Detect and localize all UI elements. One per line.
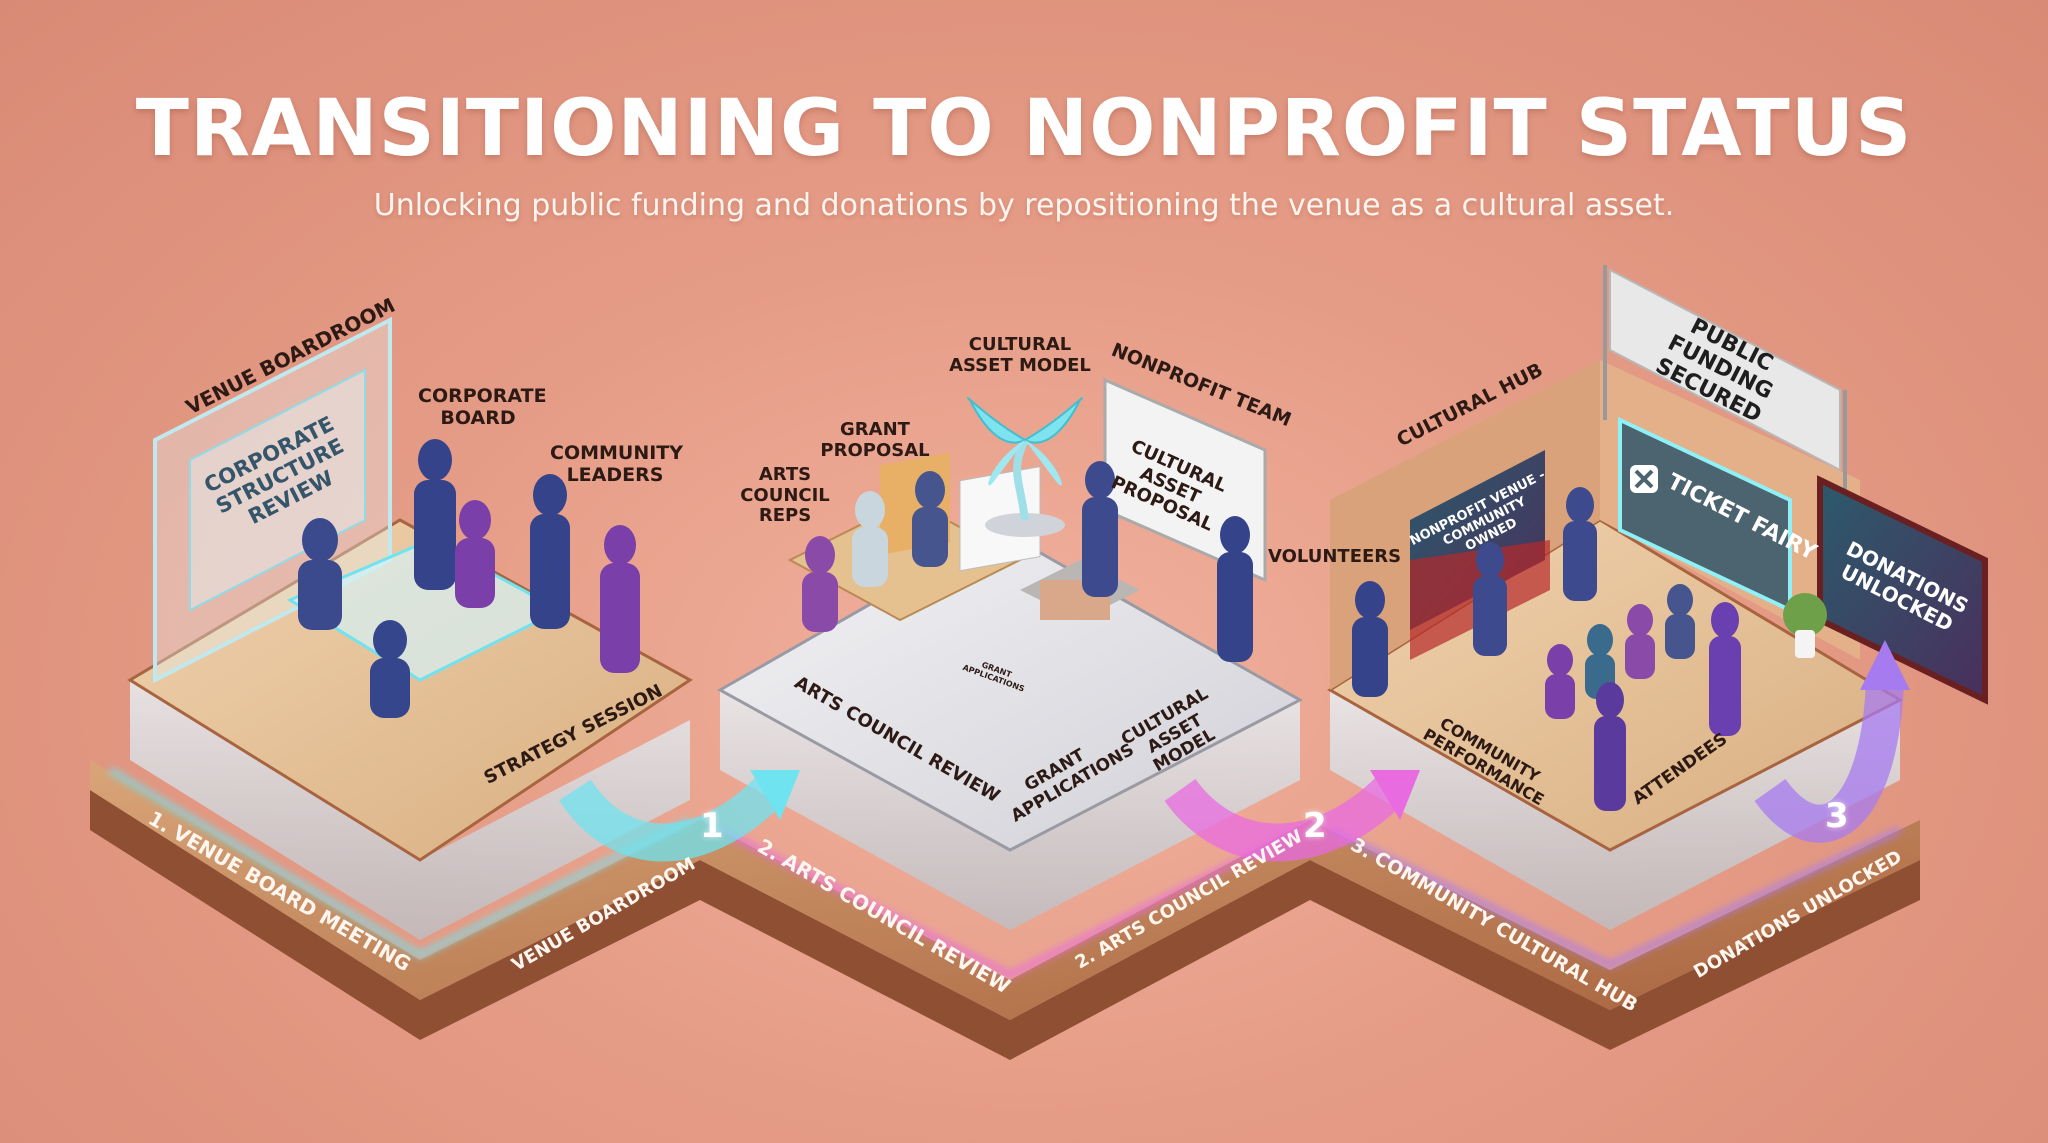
figures-arts-council-reps bbox=[802, 471, 948, 632]
ticket-fairy-logo-icon bbox=[1630, 465, 1658, 493]
cultural-asset-sculpture-icon bbox=[967, 397, 1083, 537]
figures-corporate-board bbox=[298, 439, 495, 718]
figures-attendees bbox=[1545, 584, 1741, 811]
callout-arts-council-reps: ARTS COUNCIL REPS bbox=[740, 464, 830, 527]
step-2-arrow-icon bbox=[1164, 770, 1420, 862]
figures-volunteers bbox=[1352, 487, 1597, 697]
base-platform bbox=[90, 760, 1920, 1060]
stage-1-boardroom bbox=[127, 316, 693, 940]
callout-grant-proposal: GRANT PROPOSAL bbox=[820, 419, 930, 461]
page-title: TRANSITIONING TO NONPROFIT STATUS bbox=[135, 84, 1913, 174]
callout-community-leaders: COMMUNITY LEADERS bbox=[550, 442, 684, 486]
step-1-badge: 1 bbox=[700, 806, 724, 846]
figures-community-leaders bbox=[530, 474, 640, 673]
step-3-arrow-icon bbox=[1754, 640, 1910, 843]
step-3-badge: 3 bbox=[1825, 796, 1849, 836]
callout-volunteers: VOLUNTEERS bbox=[1268, 546, 1402, 567]
figures-nonprofit-team bbox=[1082, 461, 1253, 662]
step-2-badge: 2 bbox=[1303, 806, 1327, 846]
callout-corporate-board: CORPORATE BOARD bbox=[418, 385, 547, 429]
step-1-arrow-icon bbox=[559, 770, 800, 862]
page-subtitle: Unlocking public funding and donations b… bbox=[373, 188, 1675, 223]
callout-cultural-asset-model: CULTURAL ASSET MODEL bbox=[949, 334, 1091, 376]
stage-2-arts-council bbox=[716, 377, 1304, 930]
